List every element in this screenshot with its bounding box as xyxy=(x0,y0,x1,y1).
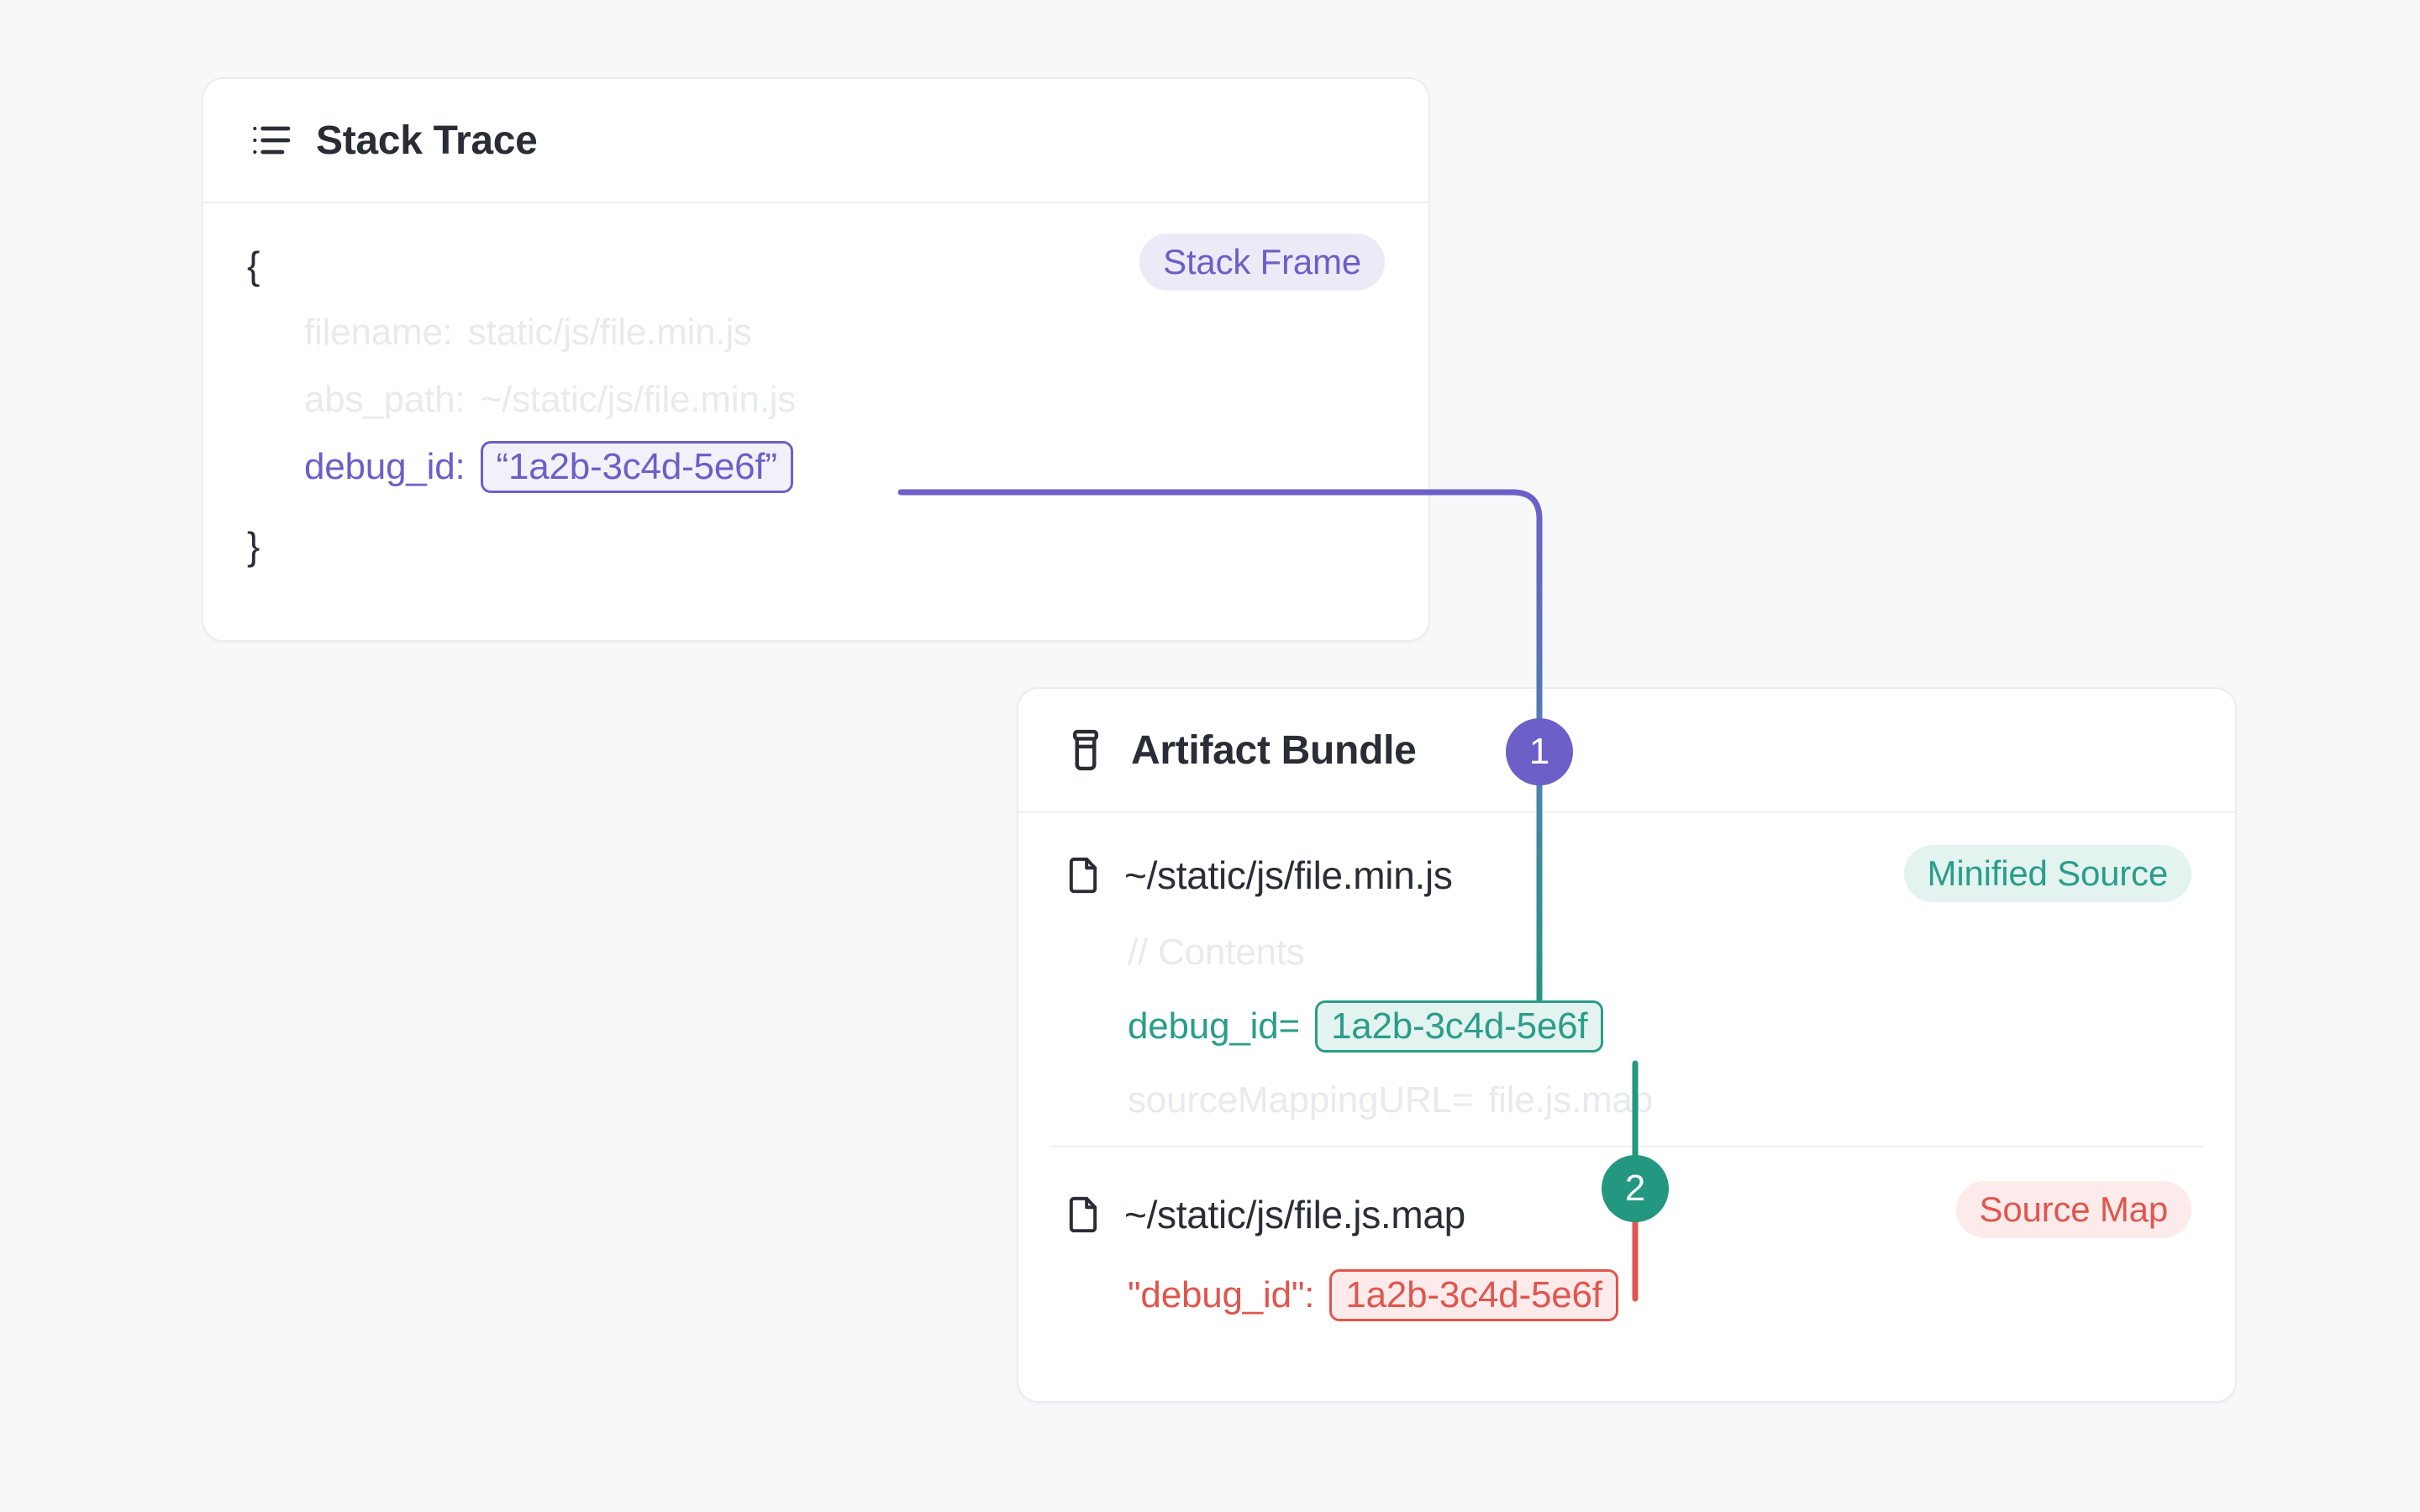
sourcemap-line-debug-id: "debug_id": 1a2b-3c4d-5e6f xyxy=(1062,1255,2191,1336)
minified-debug-id-key: debug_id= xyxy=(1128,1005,1300,1047)
artifact-bundle-body: ~/static/js/file.min.js Minified Source … xyxy=(1018,813,2235,1336)
stack-field-debug-id: debug_id: “1a2b-3c4d-5e6f” xyxy=(247,433,1385,501)
artifact-file-divider xyxy=(1050,1146,2203,1147)
stack-trace-card: Stack Trace Stack Frame { filename: stat… xyxy=(202,77,1430,642)
stack-trace-title: Stack Trace xyxy=(316,118,538,163)
artifact-bundle-header: Artifact Bundle xyxy=(1018,689,2235,813)
brace-open-row: { xyxy=(247,232,1385,299)
debug-id-key: debug_id: xyxy=(304,446,466,487)
file-icon xyxy=(1069,857,1097,894)
open-brace: { xyxy=(247,244,260,287)
contents-comment: // Contents xyxy=(1128,932,1305,973)
stack-trace-header: Stack Trace xyxy=(203,79,1428,203)
debug-id-value-chip[interactable]: “1a2b-3c4d-5e6f” xyxy=(480,441,793,493)
sourcemap-debug-id-value-chip[interactable]: 1a2b-3c4d-5e6f xyxy=(1329,1269,1618,1321)
file-icon xyxy=(1069,1196,1097,1233)
minified-source-badge: Minified Source xyxy=(1903,845,2191,902)
minified-line-sourcemappingurl: sourceMappingURL= file.js.map xyxy=(1062,1063,2191,1137)
step-badge-1: 1 xyxy=(1506,718,1573,785)
step-badge-2: 2 xyxy=(1602,1155,1669,1222)
close-brace: } xyxy=(247,524,260,568)
artifact-bundle-card: Artifact Bundle ~/static/js/file.min.js … xyxy=(1017,687,2237,1403)
stack-trace-body: Stack Frame { filename: static/js/file.m… xyxy=(203,203,1428,580)
sourcemap-file-path: ~/static/js/file.js.map xyxy=(1124,1193,1465,1236)
minified-line-contents: // Contents xyxy=(1062,916,2191,990)
abs-path-key: abs_path: xyxy=(304,379,466,420)
sourcemappingurl-key: sourceMappingURL= xyxy=(1128,1079,1474,1121)
brace-close-row: } xyxy=(247,512,1385,580)
artifact-file-row-minified[interactable]: ~/static/js/file.min.js Minified Source xyxy=(1062,835,2191,916)
sourcemap-debug-id-key: "debug_id": xyxy=(1128,1274,1315,1315)
stack-field-filename: filename: static/js/file.min.js xyxy=(247,299,1385,366)
minified-file-path: ~/static/js/file.min.js xyxy=(1124,853,1453,897)
artifact-file-row-sourcemap[interactable]: ~/static/js/file.js.map Source Map xyxy=(1062,1174,2191,1255)
filename-key: filename: xyxy=(304,312,453,353)
filename-value: static/js/file.min.js xyxy=(467,312,752,353)
minified-line-debug-id: debug_id= 1a2b-3c4d-5e6f xyxy=(1062,990,2191,1063)
stack-field-abs-path: abs_path: ~/static/js/file.min.js xyxy=(247,366,1385,433)
artifact-bundle-title: Artifact Bundle xyxy=(1131,727,1417,773)
sourcemappingurl-value: file.js.map xyxy=(1488,1079,1654,1121)
jar-icon xyxy=(1072,729,1099,771)
list-lines-icon xyxy=(253,126,291,155)
minified-debug-id-value-chip[interactable]: 1a2b-3c4d-5e6f xyxy=(1314,1000,1604,1053)
source-map-badge: Source Map xyxy=(1955,1181,2191,1238)
stack-frame-badge: Stack Frame xyxy=(1139,234,1385,291)
abs-path-value: ~/static/js/file.min.js xyxy=(480,379,797,420)
